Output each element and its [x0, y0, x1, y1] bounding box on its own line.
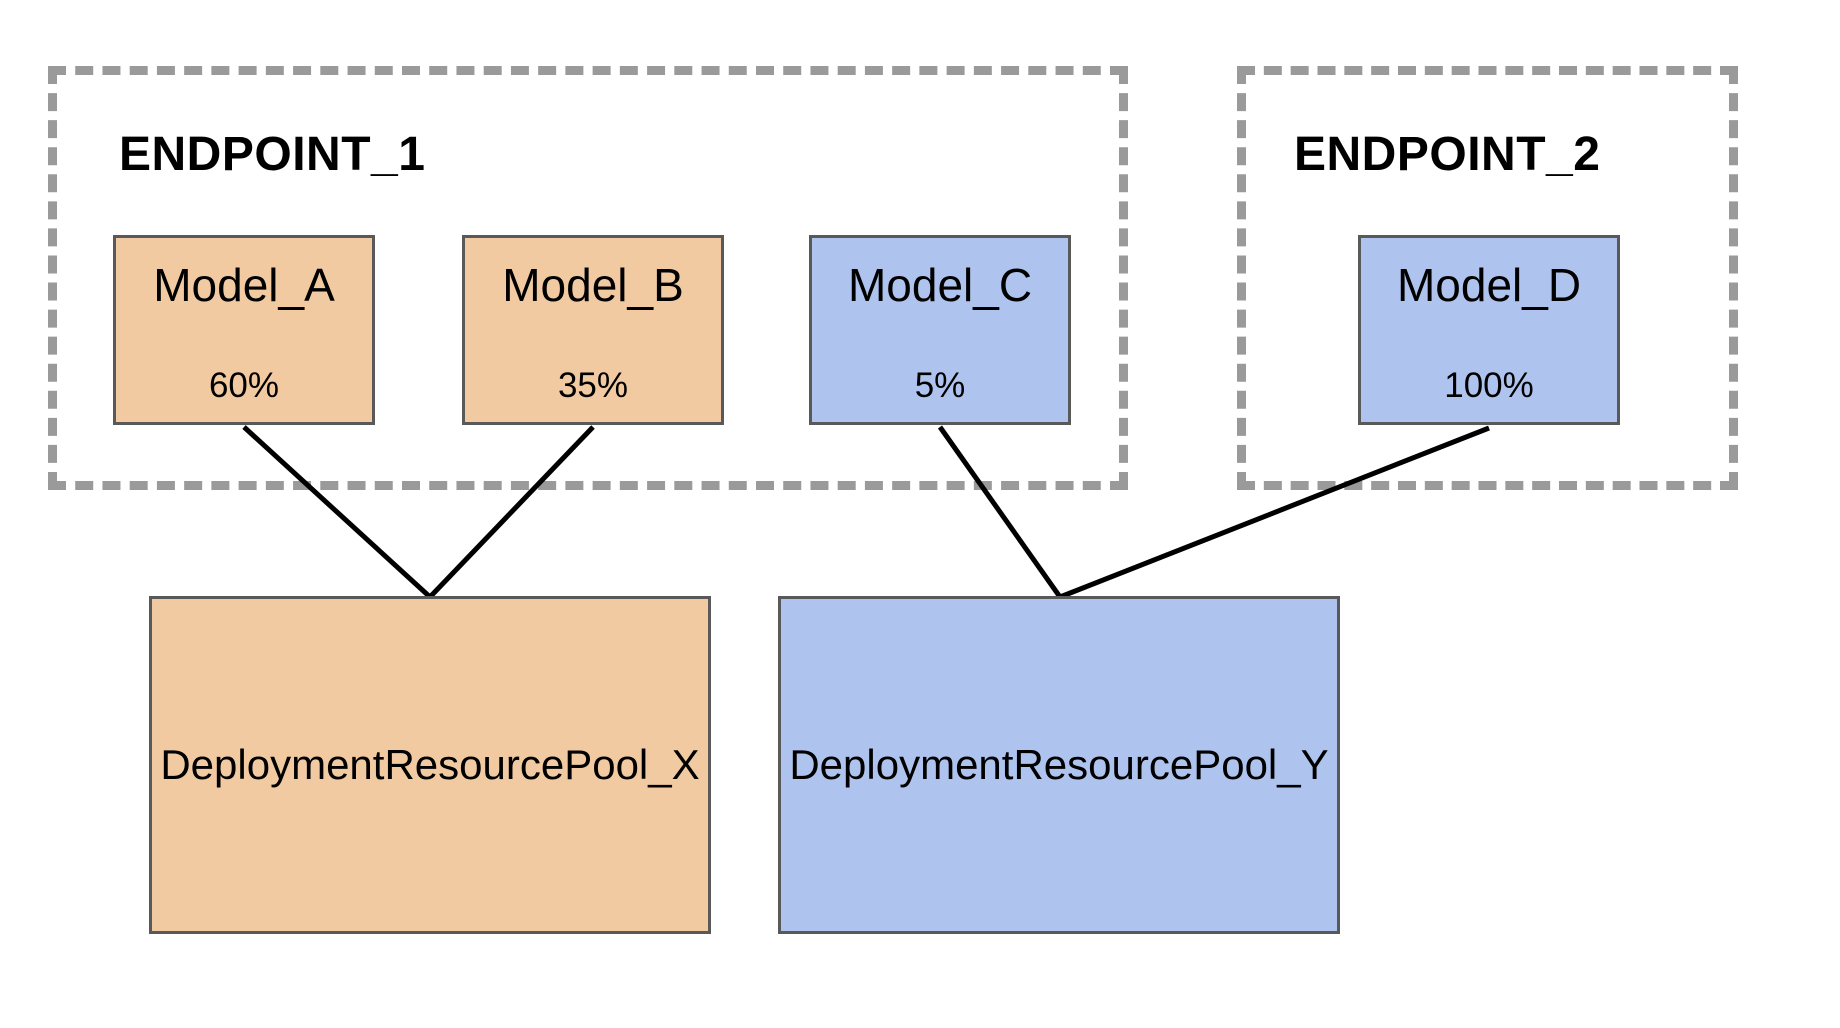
deployment-resource-pool-x-node: DeploymentResourcePool_X	[149, 596, 711, 934]
model-a-node: Model_A 60%	[113, 235, 375, 425]
model-b-node: Model_B 35%	[462, 235, 724, 425]
connector-Model_D-to-DeploymentResourcePool_Y	[1059, 425, 1490, 600]
endpoint-1-group: ENDPOINT_1	[48, 66, 1128, 490]
model-a-name: Model_A	[153, 259, 335, 311]
connector-Model_A-to-DeploymentResourcePool_X	[242, 425, 432, 599]
model-c-traffic-split: 5%	[914, 366, 966, 405]
deployment-resource-pool-y-name: DeploymentResourcePool_Y	[789, 741, 1329, 788]
endpoint-2-label: ENDPOINT_2	[1294, 128, 1601, 181]
model-d-name: Model_D	[1396, 259, 1582, 311]
model-c-name: Model_C	[847, 259, 1033, 311]
connector-Model_B-to-DeploymentResourcePool_X	[428, 425, 595, 599]
model-b-name: Model_B	[502, 259, 684, 311]
connector-Model_C-to-DeploymentResourcePool_Y	[937, 425, 1063, 599]
endpoint-2-group: ENDPOINT_2	[1237, 66, 1738, 490]
model-d-node: Model_D 100%	[1358, 235, 1620, 425]
model-c-node: Model_C 5%	[809, 235, 1071, 425]
model-a-traffic-split: 60%	[208, 366, 280, 405]
model-d-traffic-split: 100%	[1444, 366, 1534, 405]
model-b-traffic-split: 35%	[557, 366, 629, 405]
deployment-resource-pool-x-name: DeploymentResourcePool_X	[160, 741, 700, 788]
deployment-resource-pool-y-node: DeploymentResourcePool_Y	[778, 596, 1340, 934]
endpoint-1-label: ENDPOINT_1	[119, 128, 426, 181]
